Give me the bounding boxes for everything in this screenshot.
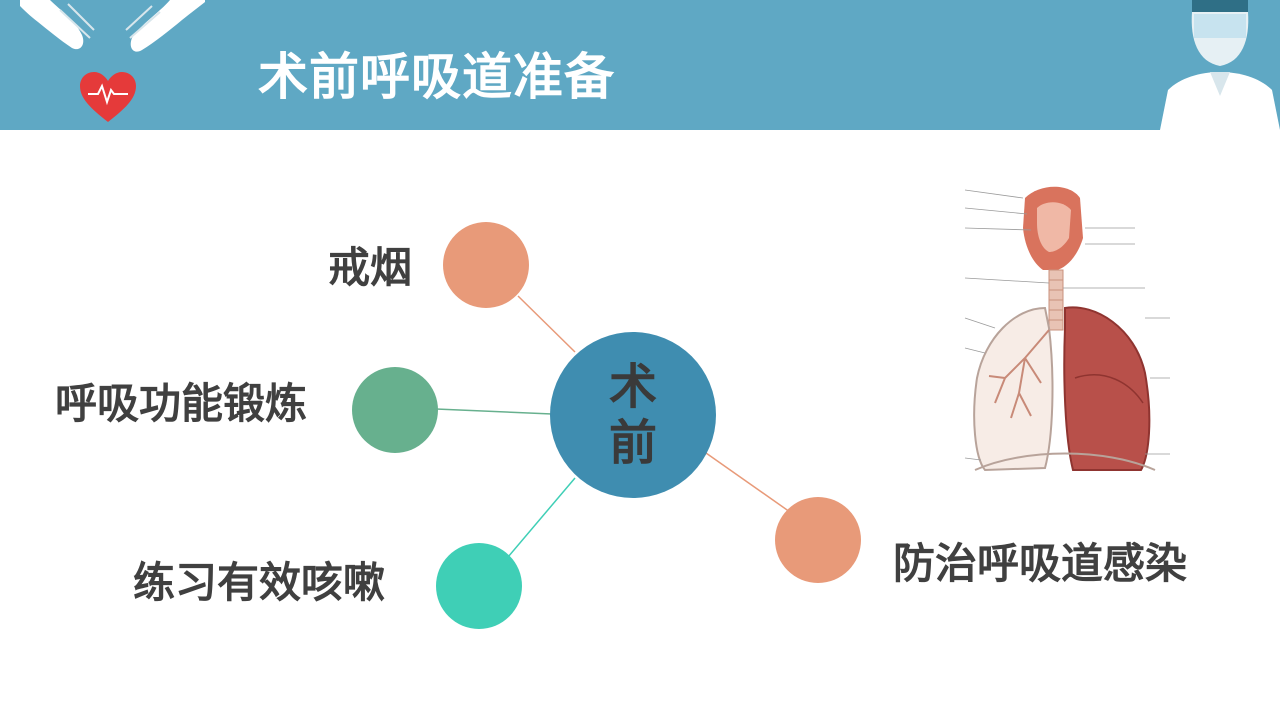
page-title: 术前呼吸道准备 bbox=[258, 48, 615, 106]
connector-line bbox=[507, 477, 576, 558]
lungs-illustration bbox=[964, 186, 1170, 472]
heart-icon bbox=[80, 72, 136, 122]
hands-icon bbox=[20, 0, 205, 52]
label-breathing-exercise: 呼吸功能锻炼 bbox=[55, 379, 308, 428]
connector-line bbox=[435, 408, 553, 415]
node-breathing-exercise bbox=[352, 367, 438, 453]
node-prevent-infection bbox=[775, 497, 861, 583]
label-quit-smoking: 戒烟 bbox=[328, 243, 413, 292]
doctor-icon bbox=[1160, 0, 1280, 130]
node-quit-smoking bbox=[443, 222, 529, 308]
center-char: 前 bbox=[608, 415, 657, 471]
connector-line bbox=[705, 452, 791, 513]
center-char: 术 bbox=[608, 359, 657, 415]
node-cough-practice bbox=[436, 543, 522, 629]
label-cough-practice: 练习有效咳嗽 bbox=[133, 558, 386, 607]
center-node: 术 前 bbox=[550, 332, 716, 498]
label-prevent-infection: 防治呼吸道感染 bbox=[893, 539, 1188, 588]
connector-line bbox=[517, 295, 576, 353]
header-banner: 术前呼吸道准备 bbox=[0, 0, 1280, 130]
